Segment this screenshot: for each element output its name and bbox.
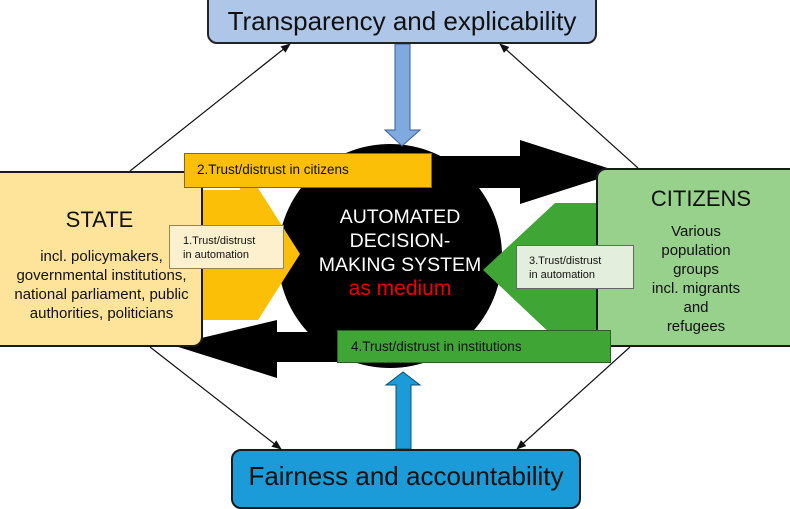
ads-label-line: AUTOMATED <box>339 206 461 228</box>
state-title: STATE <box>65 207 134 232</box>
relation-3-label-line: 3.Trust/distrust <box>529 255 602 267</box>
ads-circle <box>278 144 502 368</box>
citizens-title: CITIZENS <box>650 186 752 211</box>
citizens-description-line: population <box>661 242 731 259</box>
ads-label-line: MAKING SYSTEM <box>318 254 482 276</box>
ads-label-line: DECISION- <box>349 230 451 252</box>
state-description-line: national parliament, public <box>14 286 189 303</box>
arrow-2-trust-in-citizens <box>430 140 620 204</box>
ads-medium-label: as medium <box>348 277 452 300</box>
state-description-line: incl. policymakers, <box>40 248 163 265</box>
citizens-description-line: groups <box>673 261 719 278</box>
citizens-description-line: incl. migrants <box>651 280 741 297</box>
relation-1-label: 1.Trust/distrust in automation <box>169 225 284 269</box>
state-description-line: governmental institutions, <box>16 267 187 284</box>
transparency-box: Transparency and explicability <box>207 0 597 44</box>
transparency-label: Transparency and explicability <box>227 6 577 36</box>
connector-state-to-fairness <box>149 346 282 450</box>
state-description-line: authorities, politicians <box>29 305 174 322</box>
state-box: STATE incl. policymakers, governmental i… <box>0 171 203 347</box>
fairness-label: Fairness and accountability <box>248 461 564 491</box>
relation-3-label-line: in automation <box>529 269 596 281</box>
connector-citizens-to-fairness <box>516 346 631 450</box>
relation-1-label-line: in automation <box>183 249 250 261</box>
relation-1-label-line: 1.Trust/distrust <box>183 235 256 247</box>
fairness-box: Fairness and accountability <box>231 449 581 509</box>
connector-citizens-to-transparency <box>499 43 639 169</box>
connector-state-to-transparency <box>129 43 291 172</box>
citizens-description-line: refugees <box>666 318 726 335</box>
citizens-description: Various population groups incl. migrants… <box>598 222 790 336</box>
transparency-down-arrow <box>383 43 422 147</box>
citizens-description-line: and <box>683 299 709 316</box>
citizens-description-line: Various <box>671 223 721 240</box>
fairness-up-arrow <box>384 371 422 450</box>
relation-3-label: 3.Trust/distrust in automation <box>516 245 634 289</box>
ads-label: AUTOMATED DECISION- MAKING SYSTEM as med… <box>300 205 500 301</box>
relation-2-label: 2.Trust/distrust in citizens <box>184 153 432 188</box>
state-description: incl. policymakers, governmental institu… <box>0 247 201 323</box>
relation-4-label: 4.Trust/distrust in institutions <box>337 330 611 363</box>
